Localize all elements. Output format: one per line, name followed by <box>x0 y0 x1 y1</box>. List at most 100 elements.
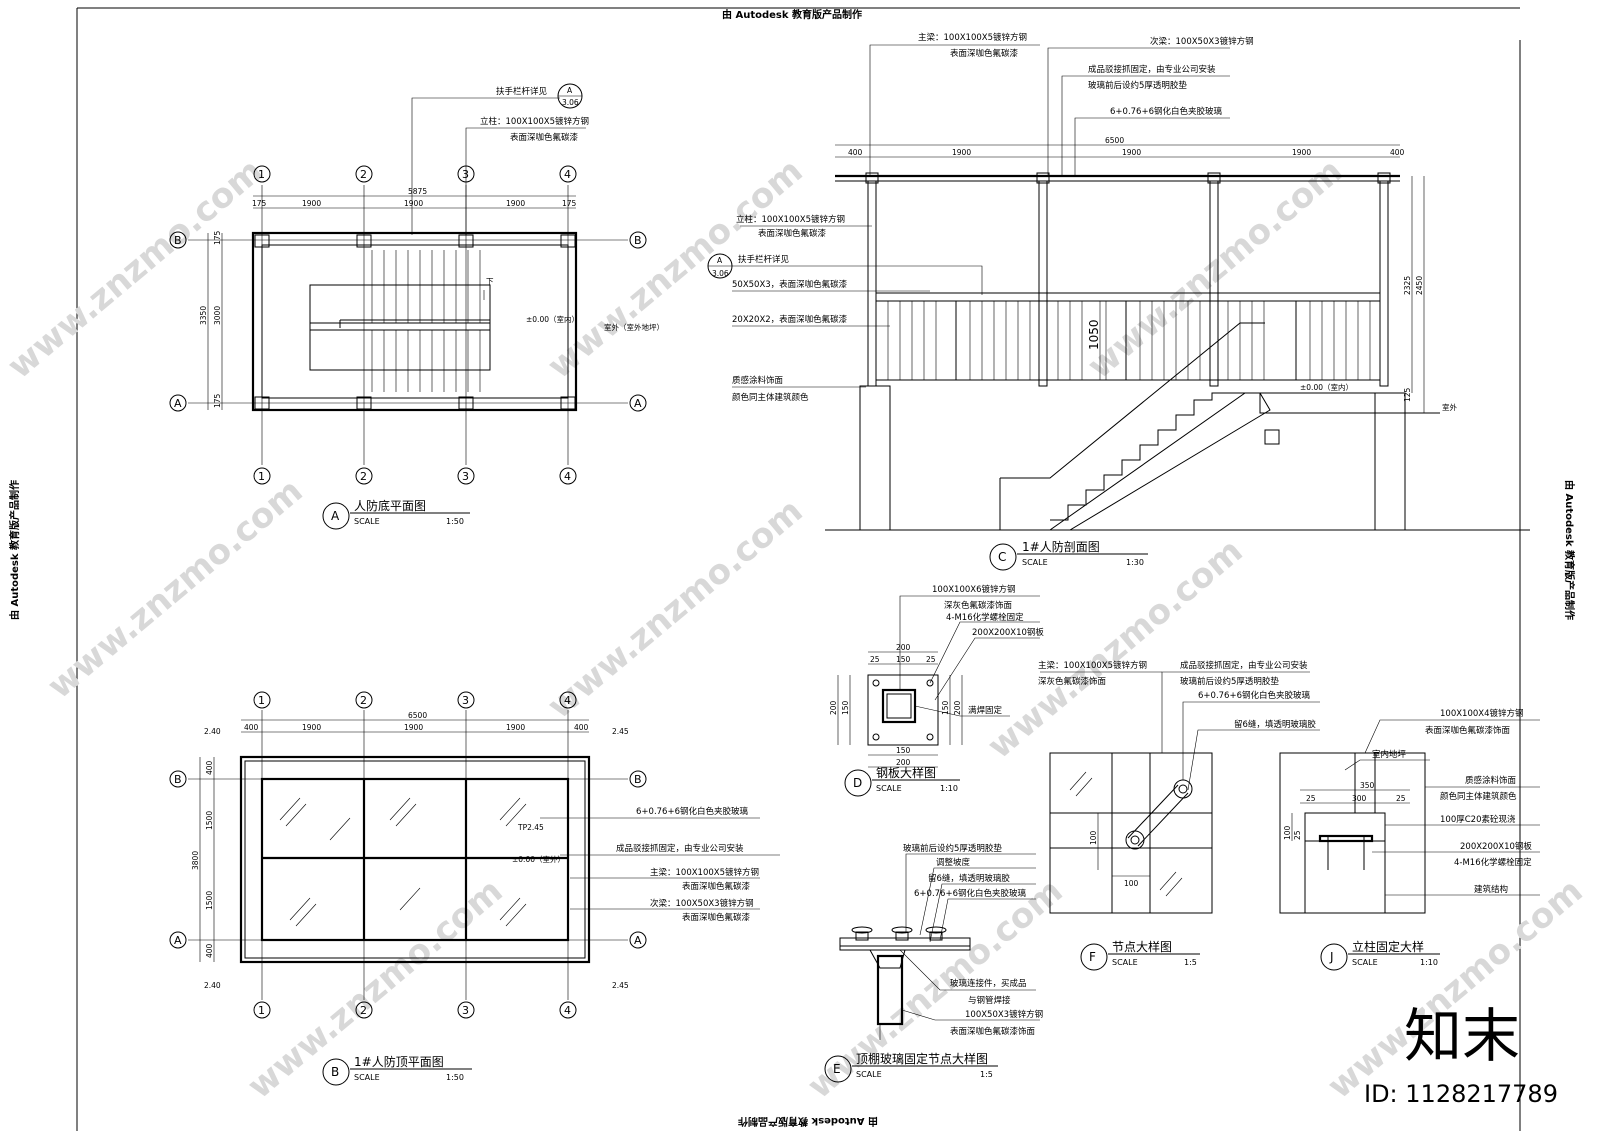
note-bolt: 4-M16化学螺栓固定 <box>1454 857 1532 868</box>
note-install: 成品驳接抓固定，由专业公司安装 <box>1180 660 1308 671</box>
outdoor-label: 室外 <box>1442 402 1458 412</box>
grid-bubble-4: 4 <box>564 694 571 707</box>
edu-watermark-right: 由 Autodesk 教育版产品制作 <box>1563 480 1576 620</box>
dim: 25 <box>1396 794 1406 803</box>
note-post: 立柱：100X100X5镀锌方钢 <box>480 116 589 127</box>
watermark-url: www.znzmo.com <box>540 151 810 387</box>
dim-top: 175 <box>213 230 222 245</box>
callout-ref-sheet: 3.06 <box>562 98 579 107</box>
watermark-url: www.znzmo.com <box>0 151 270 387</box>
dim-seg-v: 400 <box>205 943 214 958</box>
level-label-outdoor: 室外（室外地坪） <box>604 322 664 332</box>
callout-ref-sheet: 3.06 <box>712 269 729 278</box>
dim-seg-v: 400 <box>205 760 214 775</box>
note-weld: 满焊固定 <box>968 705 1003 716</box>
dim-seg: 1900 <box>506 723 525 732</box>
dim-seg: 1900 <box>302 723 321 732</box>
dim: 150 <box>841 700 850 715</box>
view-title: 1#人防顶平面图 <box>354 1054 444 1069</box>
note-post-finish: 表面深咖色氟碳漆 <box>510 132 579 143</box>
view-letter: F <box>1089 950 1096 964</box>
watermark-url: www.znzmo.com <box>40 471 310 707</box>
grid-bubble-1: 1 <box>258 470 265 483</box>
scale-label: SCALE <box>354 1073 380 1082</box>
view-d-plate-detail: 200 25 150 25 150 200 200 150 150 200 10… <box>829 584 1044 797</box>
dim-height: 2450 <box>1415 276 1424 295</box>
note-weld: 与钢管焊接 <box>968 995 1011 1006</box>
view-title: 1#人防剖面图 <box>1022 539 1100 554</box>
note-paint: 质感涂料饰面 <box>732 375 784 386</box>
dim: 200 <box>896 758 911 767</box>
note-floor: 室内地坪 <box>1372 749 1407 760</box>
dim-seg: 400 <box>244 723 259 732</box>
dim-seg: 1900 <box>1122 148 1141 157</box>
level-tp: TP2.45 <box>517 823 544 832</box>
dim-seg: 400 <box>1390 148 1405 157</box>
stair-down-label: 下 <box>486 277 494 286</box>
grid-bubble-A: A <box>174 397 182 410</box>
note-sec-beam: 次梁：100X50X3镀锌方钢 <box>650 898 754 909</box>
dim-mid-height: 3000 <box>213 306 222 325</box>
scale-label: SCALE <box>856 1070 882 1079</box>
grid-bubble-1: 1 <box>258 694 265 707</box>
note-glass: 6+0.76+6钢化白色夹胶玻璃 <box>1110 106 1222 117</box>
grid-bubble-4: 4 <box>564 1004 571 1017</box>
view-letter: J <box>1329 950 1334 964</box>
note-main-finish: 表面深咖色氟碳漆 <box>682 881 751 892</box>
dim-seg: 1900 <box>506 199 525 208</box>
view-title: 钢板大样图 <box>876 765 936 780</box>
dim-seg: 175 <box>252 199 267 208</box>
note-finish: 表面深咖色氟碳漆饰面 <box>950 1026 1036 1037</box>
stair-treads-lower <box>371 330 481 392</box>
view-title: 顶棚玻璃固定节点大样图 <box>856 1051 988 1066</box>
view-f-node-detail: 100 100 主梁：100X100X5镀锌方钢 深灰色氟碳漆饰面 成品驳接抓固… <box>1038 660 1320 971</box>
note-paint-color: 颜色同主体建筑颜色 <box>1440 791 1517 802</box>
scale-value: 1:50 <box>446 517 464 526</box>
watermark-url: www.znzmo.com <box>800 871 1070 1107</box>
level-outdoor: ±0.00（室外） <box>512 854 565 864</box>
note-gasket: 玻璃前后设约5厚透明胶垫 <box>1180 676 1279 687</box>
scale-value: 1:10 <box>1420 958 1438 967</box>
grid-bubble-A: A <box>174 934 182 947</box>
grid-bubble-1: 1 <box>258 168 265 181</box>
note-beam: 100X50X3镀锌方钢 <box>965 1009 1043 1020</box>
dim: 25 <box>926 655 936 664</box>
dim-seg-v: 1500 <box>205 811 214 830</box>
view-e-glass-node: 玻璃前后设约5厚透明胶垫 调整坡度 留6缝，填透明玻璃胶 6+0.76+6钢化白… <box>824 843 1043 1083</box>
view-letter: C <box>998 550 1006 564</box>
note-rail-detail: 扶手栏杆详见 <box>738 254 790 265</box>
dim-total-width: 5875 <box>408 187 427 196</box>
scale-value: 1:5 <box>1184 958 1197 967</box>
dim: 200 <box>953 700 962 715</box>
view-j-post-fixing: 350 300 25 25 100 25 100X100X4镀锌方钢 表面深咖色… <box>1279 708 1540 971</box>
dim: 25 <box>1293 830 1302 840</box>
dim-seg: 1900 <box>952 148 971 157</box>
note-plate: 200X200X10钢板 <box>972 627 1044 638</box>
grid-bubble-2: 2 <box>360 1004 367 1017</box>
note-main-beam: 主梁：100X100X5镀锌方钢 <box>650 867 759 878</box>
note-sec-finish: 表面深咖色氟碳漆 <box>682 912 751 923</box>
note-bolt: 4-M16化学螺栓固定 <box>946 612 1024 623</box>
note-paint: 质感涂料饰面 <box>1465 775 1517 786</box>
view-letter: A <box>331 509 340 523</box>
dim: 300 <box>1352 794 1367 803</box>
grid-bubble-B: B <box>174 773 182 786</box>
note-gap: 留6缝，填透明玻璃胶 <box>1234 719 1316 730</box>
dim: 200 <box>829 700 838 715</box>
watermark-url: www.znzmo.com <box>540 491 810 727</box>
note-slope: 调整坡度 <box>936 857 971 868</box>
scale-value: 1:30 <box>1126 558 1144 567</box>
note-connector: 玻璃连接件，买成品 <box>950 978 1027 989</box>
dim-v: 100 <box>1089 830 1098 845</box>
note-install: 成品驳接抓固定，由专业公司安装 <box>616 843 744 854</box>
grid-bubble-B: B <box>174 234 182 247</box>
note-post: 立柱：100X100X5镀锌方钢 <box>736 214 845 225</box>
dim: 150 <box>941 700 950 715</box>
scale-value: 1:50 <box>446 1073 464 1082</box>
dim-seg: 1900 <box>302 199 321 208</box>
dim-total-width: 6500 <box>408 711 427 720</box>
dim: 100 <box>1283 825 1292 840</box>
dim-total-height: 3350 <box>199 306 208 325</box>
note-gasket: 玻璃前后设约5厚透明胶垫 <box>903 843 1002 854</box>
